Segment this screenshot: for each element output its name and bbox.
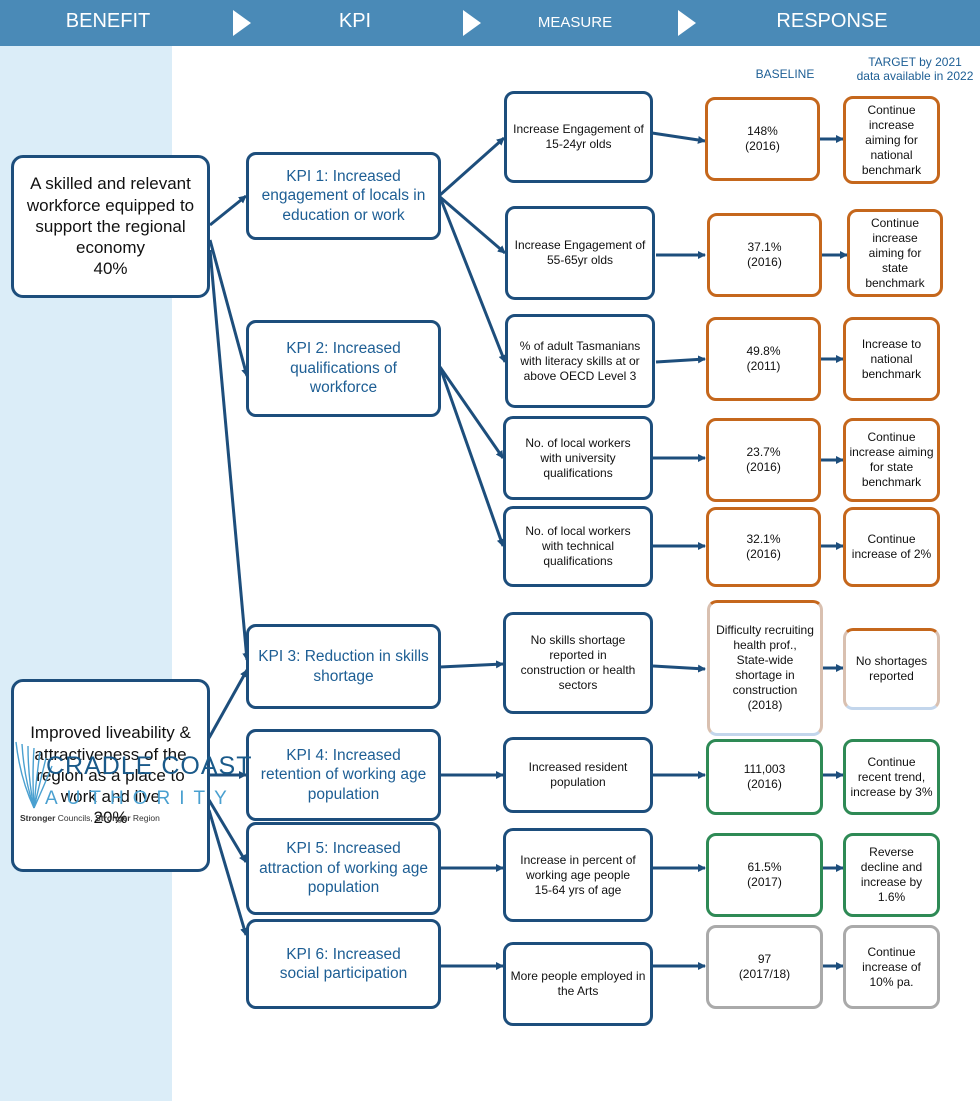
target-6: No shortages reported <box>843 628 940 710</box>
kpi-4-retention: KPI 4: Increased retention of working ag… <box>246 729 441 821</box>
target-8: Reverse decline and increase by 1.6% <box>843 833 940 917</box>
arrow-m3-b3 <box>655 355 706 364</box>
target-2: Continue increase aiming for state bench… <box>847 209 943 297</box>
arrow-kpi2-m4 <box>438 366 505 459</box>
header-bar: BENEFIT KPI MEASURE RESPONSE <box>0 0 980 46</box>
benefit-skilled-workforce: A skilled and relevant workforce equippe… <box>11 155 210 298</box>
baseline-6: Difficulty recruiting health prof., Stat… <box>707 600 823 736</box>
target-5: Continue increase of 2% <box>843 507 940 587</box>
arrow-benefit2-kpi3 <box>207 669 249 739</box>
measure-people-in-arts: More people employed in the Arts <box>503 942 653 1026</box>
kpi-3-skills-shortage: KPI 3: Reduction in skills shortage <box>246 624 441 709</box>
chevron-right-icon <box>463 10 481 36</box>
target-3: Increase to national benchmark <box>843 317 940 401</box>
header-chevrons <box>233 10 696 36</box>
header-benefit: BENEFIT <box>65 10 151 32</box>
arrow-kpi1-m3 <box>438 196 507 363</box>
header-response: RESPONSE <box>776 10 888 32</box>
arrow-kpi3-m6 <box>439 660 504 669</box>
tagline-rest-2: Region <box>130 813 160 823</box>
measure-no-skills-shortage: No skills shortage reported in construct… <box>503 612 653 714</box>
logo-tagline: Stronger Councils, Stronger Region <box>20 813 160 823</box>
arrow-benefit1-kpi2 <box>208 239 250 377</box>
benefit-liveability: Improved liveability & attractiveness of… <box>11 679 210 872</box>
measure-engagement-55-65: Increase Engagement of 55-65yr olds <box>505 206 655 300</box>
measure-literacy: % of adult Tasmanians with literacy skil… <box>505 314 655 408</box>
arrow-kpi1-m1 <box>439 136 505 197</box>
logo-title: CRADLE COAST <box>46 752 253 780</box>
baseline-9: 97 (2017/18) <box>706 925 823 1009</box>
baseline-3: 49.8% (2011) <box>706 317 821 401</box>
measure-technical-qualifications: No. of local workers with technical qual… <box>503 506 653 587</box>
chevron-right-icon <box>678 10 696 36</box>
measure-university-qualifications: No. of local workers with university qua… <box>503 416 653 500</box>
measure-working-age-percent: Increase in percent of working age peopl… <box>503 828 653 922</box>
header-measure: MEASURE <box>537 14 613 31</box>
target-4: Continue increase aiming for state bench… <box>843 418 940 502</box>
tagline-strong-1: Stronger <box>20 813 56 823</box>
baseline-2: 37.1% (2016) <box>707 213 822 297</box>
arrow-m6-b6 <box>652 664 706 673</box>
logo-subtitle: AUTHORITY <box>45 788 236 809</box>
target-7: Continue recent trend, increase by 3% <box>843 739 940 815</box>
target-label: TARGET by 2021 data available in 2022 <box>856 55 974 84</box>
tagline-strong-2: Stronger <box>95 813 131 823</box>
header-kpi: KPI <box>338 10 372 32</box>
baseline-4: 23.7% (2016) <box>706 418 821 502</box>
kpi-1-engagement: KPI 1: Increased engagement of locals in… <box>246 152 441 240</box>
baseline-8: 61.5% (2017) <box>706 833 823 917</box>
baseline-1: 148% (2016) <box>705 97 820 181</box>
kpi-5-attraction: KPI 5: Increased attraction of working a… <box>246 822 441 915</box>
arrow-kpi1-m2 <box>439 195 506 255</box>
tagline-rest-1: Councils, <box>55 813 96 823</box>
arrow-m1-b1 <box>651 131 706 144</box>
chevron-right-icon <box>233 10 251 36</box>
cradle-coast-logo-mark-icon <box>15 741 53 809</box>
target-1: Continue increase aiming for national be… <box>843 96 940 184</box>
arrow-benefit2-kpi5 <box>207 799 248 863</box>
baseline-label: BASELINE <box>755 67 815 81</box>
measure-resident-population: Increased resident population <box>503 737 653 813</box>
arrow-benefit2-kpi6 <box>207 809 248 936</box>
measure-engagement-15-24: Increase Engagement of 15-24yr olds <box>504 91 653 183</box>
kpi-2-qualifications: KPI 2: Increased qualifications of workf… <box>246 320 441 417</box>
arrow-kpi2-m5 <box>438 366 505 547</box>
arrow-benefit1-kpi1 <box>209 194 247 227</box>
kpi-6-social-participation: KPI 6: Increased social participation <box>246 919 441 1009</box>
target-9: Continue increase of 10% pa. <box>843 925 940 1009</box>
baseline-5: 32.1% (2016) <box>706 507 821 587</box>
baseline-7: 111,003 (2016) <box>706 739 823 815</box>
arrow-benefit1-kpi3 <box>208 249 251 661</box>
